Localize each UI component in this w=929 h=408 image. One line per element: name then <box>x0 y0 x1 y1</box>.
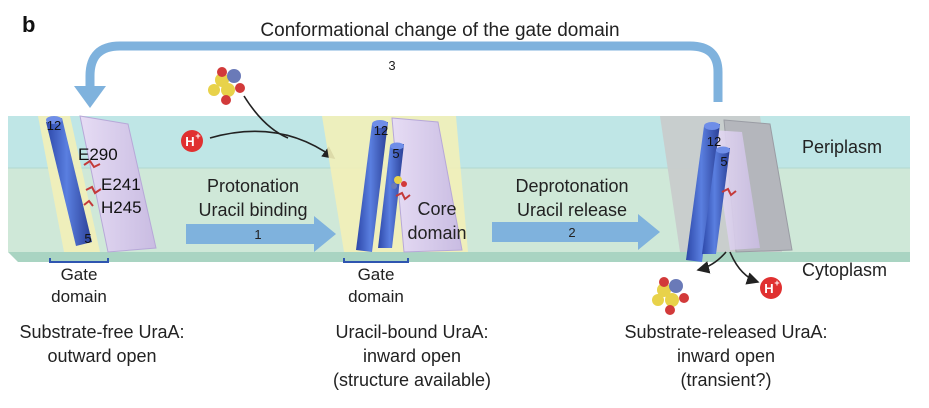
step1-label-line1: Protonation <box>207 176 299 196</box>
state2-core-domain <box>391 117 463 253</box>
step2-label-line2: Uracil release <box>517 200 627 220</box>
state2-helix-b: 5 <box>392 146 399 161</box>
proton-incoming-icon: H + <box>181 130 203 152</box>
state2-side-chains <box>395 191 411 201</box>
state1-caption-line1: Substrate-free UraA: <box>19 322 184 342</box>
membrane-front-face <box>8 252 910 262</box>
state2-caption-line1: Uracil-bound UraA: <box>335 322 488 342</box>
state3-caption-line1: Substrate-released UraA: <box>624 322 827 342</box>
state1-gate-bracket <box>49 258 109 263</box>
state1-gate-label-line2: domain <box>51 287 107 306</box>
periplasm-label: Periplasm <box>802 137 882 157</box>
step3-number: 3 <box>388 58 395 73</box>
state2-helix-5 <box>378 142 404 248</box>
state2-core-label-line2: domain <box>407 223 466 243</box>
state1-core-domain <box>79 115 157 253</box>
svg-text:H: H <box>764 281 773 296</box>
svg-text:H: H <box>185 134 194 149</box>
state3-side-chains <box>721 187 737 197</box>
state2-gate-bracket <box>343 258 409 263</box>
state1-side-chains <box>83 159 102 207</box>
state2-transporter <box>322 116 468 253</box>
state3-helix-b: 5 <box>720 154 727 169</box>
svg-text:+: + <box>195 131 200 141</box>
state2-gate-label-line2: domain <box>348 287 404 306</box>
residue-e241: E241 <box>101 175 141 194</box>
step1-label-line2: Uracil binding <box>198 200 307 220</box>
state2-helix-12 <box>356 120 388 252</box>
step2-arrow <box>492 214 660 250</box>
step2-label-line1: Deprotonation <box>515 176 628 196</box>
state2-caption-line3: (structure available) <box>333 370 491 390</box>
uracil-icon <box>208 67 245 105</box>
svg-text:+: + <box>774 278 779 288</box>
state3-caption-line2: inward open <box>677 346 775 366</box>
release-arrow-uracil <box>696 251 727 274</box>
state1-caption-line2: outward open <box>47 346 156 366</box>
step1-number: 1 <box>254 227 261 242</box>
state3-transporter <box>660 116 793 262</box>
step2-number: 2 <box>568 225 575 240</box>
step3-arrow <box>74 41 723 108</box>
state1-helix-top: 12 <box>47 118 61 133</box>
top-caption: Conformational change of the gate domain <box>260 20 619 41</box>
state3-helix-a: 12 <box>707 134 721 149</box>
state2-helix-a: 12 <box>374 123 388 138</box>
panel-label: b <box>22 12 35 37</box>
uracil-released-icon <box>652 277 689 315</box>
state2-bound-uracil <box>391 176 407 189</box>
step1-arrow <box>186 216 336 252</box>
state1-helix-bottom: 5 <box>84 231 91 246</box>
uptake-arrow-uracil <box>243 95 289 139</box>
state2-gate-label-line1: Gate <box>358 265 395 284</box>
release-arrow-proton <box>729 251 760 285</box>
residue-h245: H245 <box>101 198 142 217</box>
state1-transporter <box>38 115 157 253</box>
cytoplasm-label: Cytoplasm <box>802 260 887 280</box>
uptake-arrow-proton <box>209 130 336 159</box>
state3-caption-line3: (transient?) <box>680 370 771 390</box>
proton-released-icon: H + <box>760 277 782 299</box>
state2-core-label-line1: Core <box>417 199 456 219</box>
state3-helix-12 <box>686 122 720 262</box>
state1-gate-label-line1: Gate <box>61 265 98 284</box>
residue-e290: E290 <box>78 145 118 164</box>
state1-helix-12 <box>46 116 92 246</box>
state2-caption-line2: inward open <box>363 346 461 366</box>
state3-helix-5 <box>702 146 730 254</box>
